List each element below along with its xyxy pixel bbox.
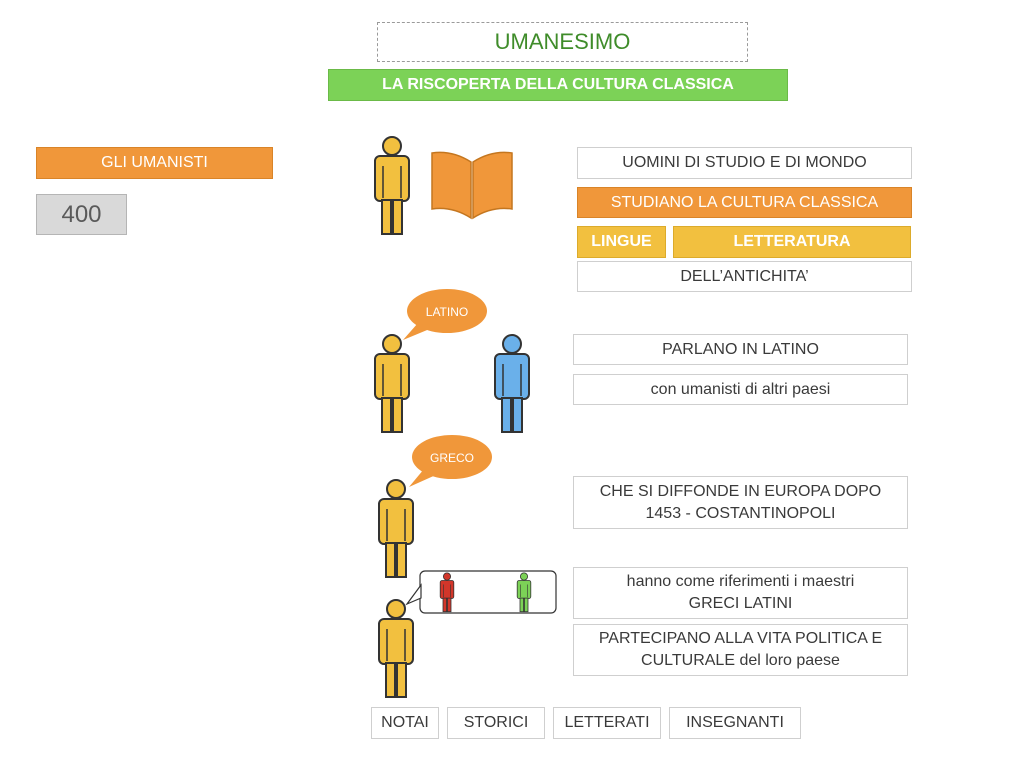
antiquity-box: DELL’ANTICHITA’ [577, 261, 912, 292]
profession-insegnanti: INSEGNANTI [669, 707, 801, 739]
masters-line1: hanno come riferimenti i maestri [626, 573, 855, 590]
greek-bubble-text: GRECO [430, 451, 474, 465]
open-book-icon [431, 151, 513, 220]
speak-latin-box: PARLANO IN LATINO [573, 334, 908, 365]
literature-box: LETTERATURA [673, 226, 911, 258]
classical-culture-box: STUDIANO LA CULTURA CLASSICA [577, 187, 912, 218]
latin-speech-bubble: LATINO [403, 289, 487, 340]
men-of-study-box: UOMINI DI STUDIO E DI MONDO [577, 147, 912, 179]
greek-spread-box: CHE SI DIFFONDE IN EUROPA DOPO 1453 - CO… [573, 476, 908, 529]
languages-box: LINGUE [577, 226, 666, 258]
greek-speech-bubble: GRECO [409, 435, 492, 487]
masters-line2: GRECI LATINI [688, 595, 793, 612]
other-countries-box: con umanisti di altri paesi [573, 374, 908, 405]
foreign-humanist-figure [493, 333, 531, 434]
politics-line2: CULTURALE del loro paese [641, 652, 840, 669]
humanist-figure [373, 135, 411, 236]
political-humanist-figure [377, 598, 415, 699]
profession-notai: NOTAI [371, 707, 439, 739]
humanists-label: GLI UMANISTI [36, 147, 273, 179]
greek-speaker-figure [377, 478, 415, 579]
latin-bubble-text: LATINO [426, 305, 468, 319]
subtitle-banner: LA RISCOPERTA DELLA CULTURA CLASSICA [328, 69, 788, 101]
politics-line1: PARTECIPANO ALLA VITA POLITICA E [598, 630, 883, 647]
profession-storici: STORICI [447, 707, 545, 739]
profession-letterati: LETTERATI [553, 707, 661, 739]
year-badge: 400 [36, 194, 127, 235]
masters-thought-box [405, 570, 557, 614]
masters-box: hanno come riferimenti i maestri GRECI L… [573, 567, 908, 619]
latin-speaker-figure [373, 333, 411, 434]
page-title: UMANESIMO [377, 22, 748, 62]
politics-box: PARTECIPANO ALLA VITA POLITICA E CULTURA… [573, 624, 908, 676]
greek-spread-line2: 1453 - COSTANTINOPOLI [645, 504, 836, 522]
greek-spread-line1: CHE SI DIFFONDE IN EUROPA DOPO [599, 482, 882, 500]
